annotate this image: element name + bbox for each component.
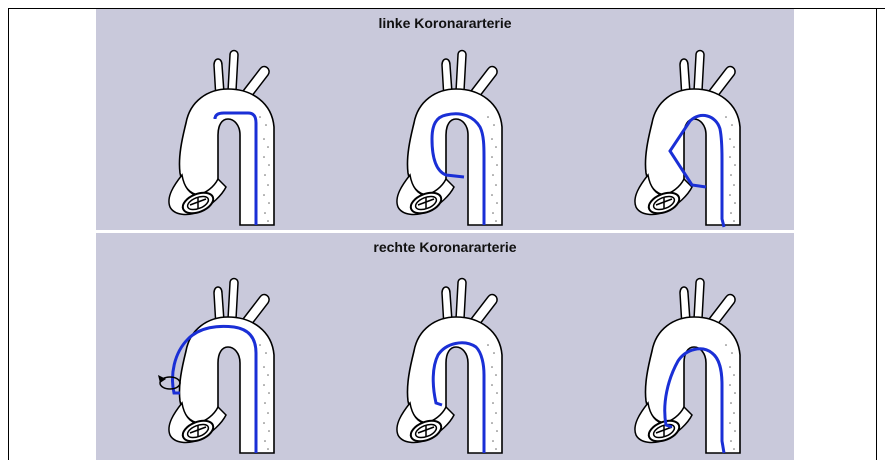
figure-right-coronary-2 — [384, 275, 524, 455]
figure-left-coronary-2 — [384, 47, 524, 227]
panel-left-coronary: linke Koronararterie — [96, 9, 794, 230]
aorta-drawing — [635, 279, 740, 454]
aorta-drawing — [169, 279, 274, 454]
aorta-drawing — [635, 51, 740, 226]
panel-title-left-coronary: linke Koronararterie — [96, 15, 794, 31]
aorta-drawing — [397, 51, 502, 226]
figure-right-coronary-1 — [156, 275, 296, 455]
rotation-arrow-icon — [158, 375, 180, 389]
panel-title-right-coronary: rechte Koronararterie — [96, 239, 794, 255]
figure-left-coronary-1 — [156, 47, 296, 227]
aorta-drawing — [397, 279, 502, 454]
aorta-drawing — [169, 51, 274, 226]
panel-right-coronary: rechte Koronararterie — [96, 233, 794, 460]
frame-right-border — [876, 8, 877, 460]
figure-right-coronary-3 — [622, 275, 762, 455]
frame-left-border — [8, 8, 9, 460]
figure-left-coronary-3 — [622, 47, 762, 227]
